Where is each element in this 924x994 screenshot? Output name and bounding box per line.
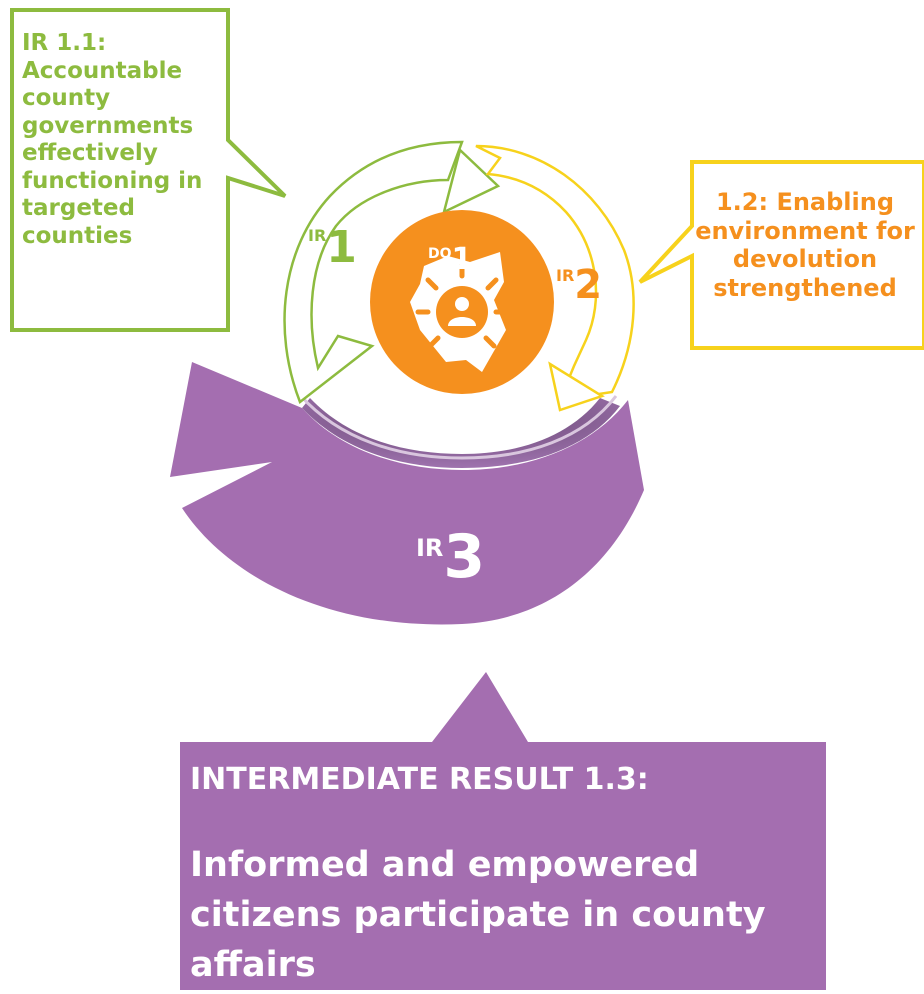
do1-label-prefix: DO <box>428 246 452 262</box>
do1-label: DO1 <box>428 242 472 277</box>
ir3-inner-shadow <box>302 398 620 468</box>
ir13-body-text: Informed and empowered citizens particip… <box>190 845 766 985</box>
ir3-label-prefix: IR <box>416 534 444 562</box>
ir11-callout-box <box>10 8 287 332</box>
ir3-inner-edge <box>298 394 618 460</box>
ir3-label-number: 3 <box>443 522 486 592</box>
ir1-label-prefix: IR <box>308 226 327 245</box>
ir13-heading: INTERMEDIATE RESULT 1.3: <box>190 762 649 797</box>
ir13-callout-box <box>180 672 826 990</box>
kenya-map-person-icon <box>410 252 509 372</box>
ir2-label: IR2 <box>556 262 602 308</box>
ir11-callout-text: IR 1.1: Accountable county governments e… <box>22 30 203 249</box>
ir12-callout-box <box>638 160 924 350</box>
ir1-arrow <box>283 140 464 405</box>
ir2-label-number: 2 <box>574 262 603 308</box>
ir1-arrowhead <box>442 147 501 215</box>
do1-label-number: 1 <box>451 242 473 277</box>
ir1-label: IR1 <box>308 222 357 273</box>
ir12-callout-text: 1.2: Enabling environment for devolution… <box>695 188 915 302</box>
ir2-arrow <box>475 144 635 402</box>
ir1-label-number: 1 <box>326 222 357 273</box>
ir2-arrowhead <box>548 361 605 412</box>
ir3-segment <box>170 362 644 625</box>
ir2-label-prefix: IR <box>556 266 575 285</box>
ir3-label: IR3 <box>416 522 485 592</box>
